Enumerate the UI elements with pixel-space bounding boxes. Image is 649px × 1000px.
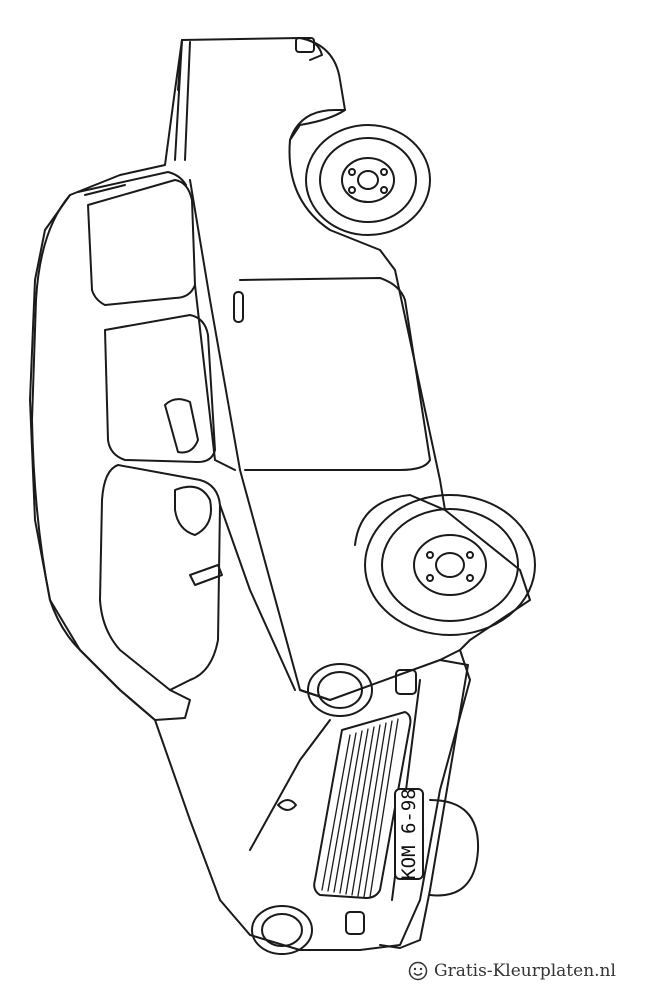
door-line-front bbox=[219, 504, 296, 691]
rear-side-window bbox=[87, 179, 196, 306]
trunk-lid-line bbox=[174, 39, 191, 161]
door-line-rear bbox=[194, 284, 236, 471]
rear-fender bbox=[289, 109, 346, 141]
watermark-credit: Gratis-Kleurplaten.nl bbox=[408, 958, 616, 984]
roof-panel bbox=[77, 171, 187, 193]
rear-wheel bbox=[305, 124, 431, 236]
car-body-outline bbox=[29, 37, 531, 951]
hood-crease bbox=[249, 719, 331, 851]
front-wheel-arch bbox=[354, 494, 446, 546]
right-turn-signal bbox=[395, 669, 417, 695]
watermark-text: Gratis-Kleurplaten.nl bbox=[434, 961, 616, 981]
hood-outline bbox=[299, 649, 461, 701]
front-door-window bbox=[99, 464, 221, 691]
seat-outline bbox=[164, 398, 199, 454]
grille-slats bbox=[321, 718, 399, 898]
hood-emblem bbox=[277, 799, 297, 811]
rocker-panel-line bbox=[239, 277, 431, 471]
front-bumper bbox=[379, 659, 469, 949]
rear-badge bbox=[84, 184, 126, 196]
left-turn-signal bbox=[345, 911, 365, 935]
roof-outline bbox=[31, 194, 81, 651]
door-handle bbox=[233, 291, 244, 323]
body-side-line bbox=[189, 179, 331, 701]
license-plate: KOM 6-98 bbox=[394, 788, 424, 880]
steering-wheel bbox=[174, 485, 212, 536]
right-headlight bbox=[307, 663, 373, 717]
rear-door-window bbox=[104, 314, 216, 463]
front-wheel bbox=[364, 494, 536, 636]
right-headlight-lens bbox=[317, 671, 363, 709]
far-front-wheel bbox=[429, 799, 480, 897]
rear-bumper bbox=[177, 37, 323, 91]
smiley-icon bbox=[408, 961, 428, 981]
left-headlight-lens bbox=[261, 913, 303, 947]
left-headlight bbox=[251, 905, 313, 955]
rear-light bbox=[295, 37, 315, 53]
windshield bbox=[79, 649, 191, 721]
mirror bbox=[189, 564, 223, 586]
license-plate-text: KOM 6-98 bbox=[398, 788, 420, 880]
grille-frame bbox=[313, 711, 412, 899]
